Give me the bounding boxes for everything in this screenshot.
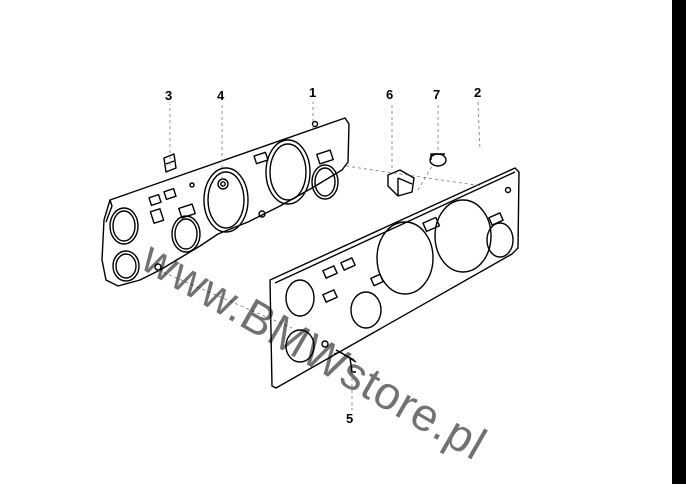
- front-gauge-opening-large-left: [376, 221, 434, 295]
- front-gauge-opening-small-4: [486, 222, 514, 258]
- callout-5: 5: [346, 411, 354, 426]
- rear-gauge-opening-small-4: [311, 164, 339, 200]
- callout-7: 7: [433, 87, 441, 102]
- rear-gauge-opening-small-1: [109, 207, 139, 245]
- rear-gauge-opening-large-left: [203, 167, 249, 233]
- right-edge-bar: [672, 0, 686, 484]
- retaining-clip: [163, 153, 177, 173]
- callout-4: 4: [217, 88, 225, 103]
- callout-1: 1: [309, 85, 317, 100]
- rear-gauge-opening-small-2: [112, 250, 140, 282]
- bulb: [429, 153, 447, 167]
- grommet: [217, 178, 229, 190]
- rear-instrument-panel: [101, 117, 350, 287]
- alignment-lines: [157, 101, 483, 410]
- front-gauge-opening-large-right: [434, 199, 492, 273]
- front-gauge-opening-small-3: [350, 291, 382, 329]
- callout-3: 3: [165, 88, 173, 103]
- front-gauge-opening-small-1: [285, 279, 315, 317]
- callout-6: 6: [386, 87, 394, 102]
- front-instrument-panel: [269, 167, 520, 389]
- rear-gauge-opening-large-right: [265, 139, 311, 205]
- bulb-socket: [387, 169, 415, 197]
- callout-2: 2: [474, 85, 482, 100]
- front-gauge-opening-small-2: [285, 329, 315, 363]
